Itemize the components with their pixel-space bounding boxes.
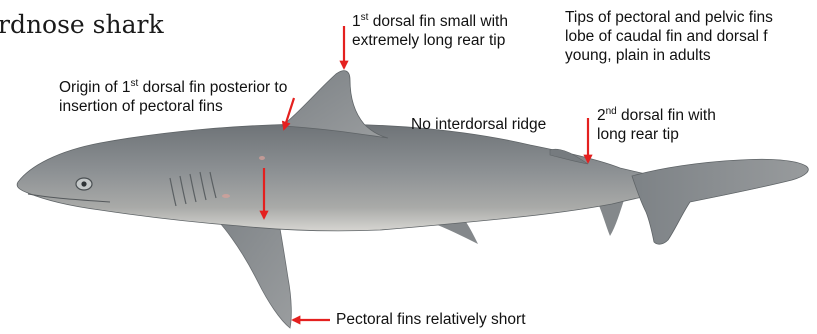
annotation-pectoral-fins: Pectoral fins relatively short — [336, 310, 526, 329]
shark-body — [17, 124, 680, 231]
shark-eye — [76, 178, 92, 190]
annotation-first-dorsal-origin: Origin of 1st dorsal fin posterior to in… — [59, 78, 287, 116]
caudal-fin — [632, 159, 808, 244]
species-title: rdnose shark — [0, 10, 164, 39]
annotation-second-dorsal-fin: 2nd dorsal fin with long rear tip — [597, 106, 716, 144]
annotation-fin-tips: Tips of pectoral and pelvic fins lobe of… — [565, 8, 773, 65]
annotation-first-dorsal-fin: 1st dorsal fin small with extremely long… — [352, 12, 508, 50]
annotation-interdorsal-ridge: No interdorsal ridge — [411, 115, 546, 134]
